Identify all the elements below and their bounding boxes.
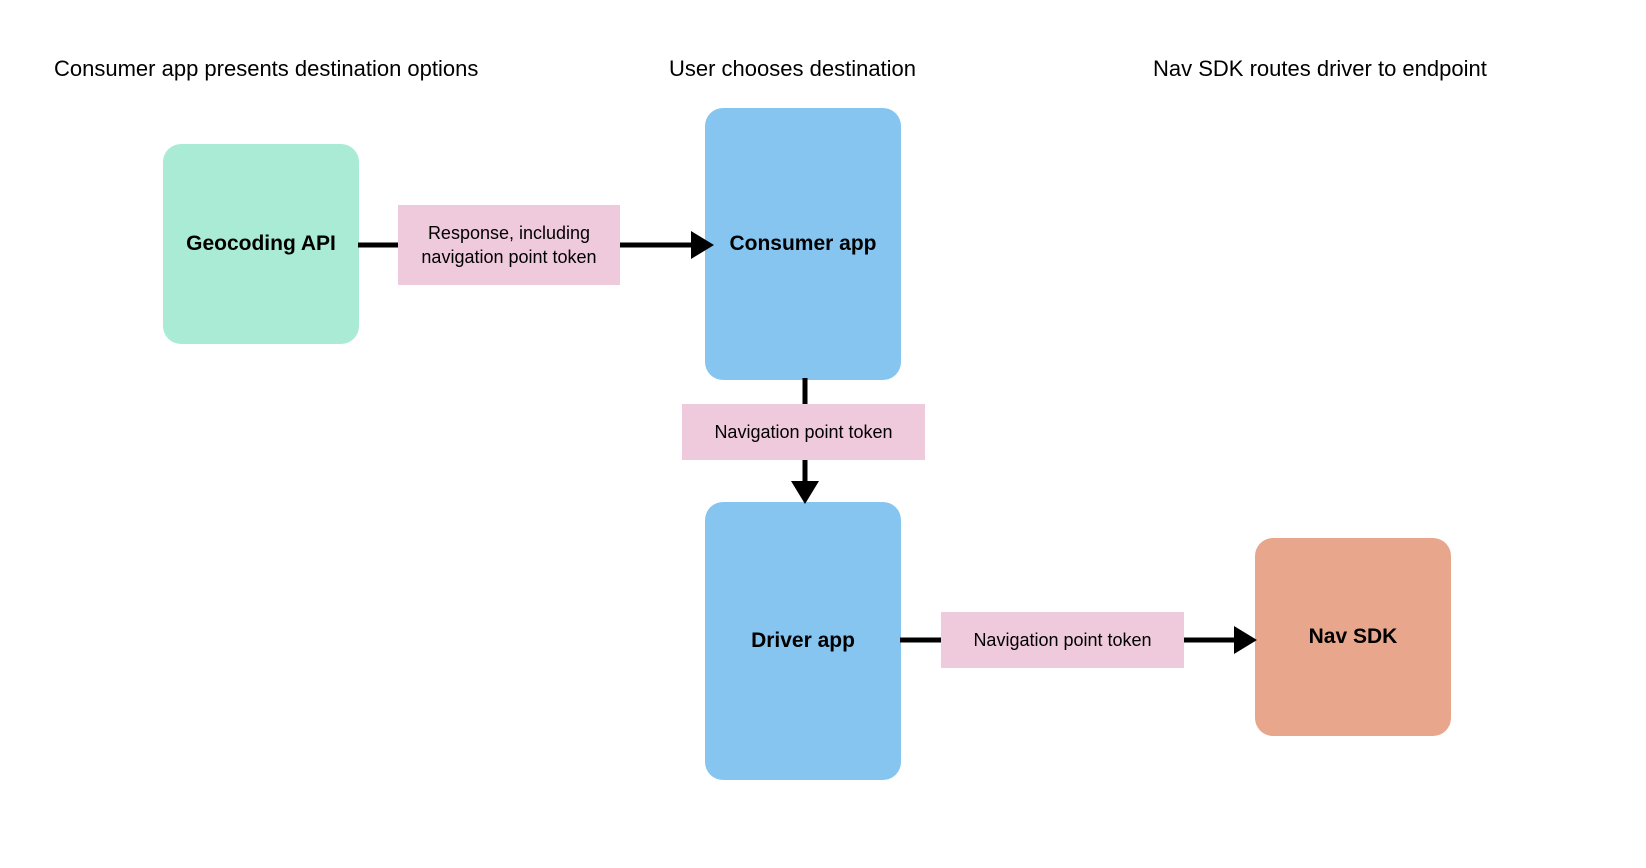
edge-label-response-text: Response, including navigation point tok… (421, 222, 597, 267)
edge-label-response-including-token: Response, including navigation point tok… (398, 205, 620, 285)
edge-label-token-vertical-text: Navigation point token (714, 421, 893, 442)
node-consumer-app-label: Consumer app (729, 231, 877, 255)
node-geocoding-api-label: Geocoding API (186, 231, 336, 255)
node-nav-sdk-label: Nav SDK (1308, 624, 1398, 648)
column-heading-consumer-app: Consumer app presents destination option… (54, 56, 479, 81)
edge-label-navigation-point-token-vertical: Navigation point token (682, 404, 925, 460)
node-nav-sdk[interactable]: Nav SDK (1255, 538, 1451, 736)
column-heading-user-chooses: User chooses destination (669, 56, 917, 81)
node-driver-app[interactable]: Driver app (705, 502, 901, 780)
node-consumer-app[interactable]: Consumer app (705, 108, 901, 380)
column-heading-nav-sdk: Nav SDK routes driver to endpoint (1153, 56, 1487, 81)
edge-label-token-horizontal-text: Navigation point token (973, 629, 1152, 650)
node-geocoding-api[interactable]: Geocoding API (163, 144, 359, 344)
edge-label-navigation-point-token-horizontal: Navigation point token (941, 612, 1184, 668)
node-driver-app-label: Driver app (751, 628, 855, 652)
